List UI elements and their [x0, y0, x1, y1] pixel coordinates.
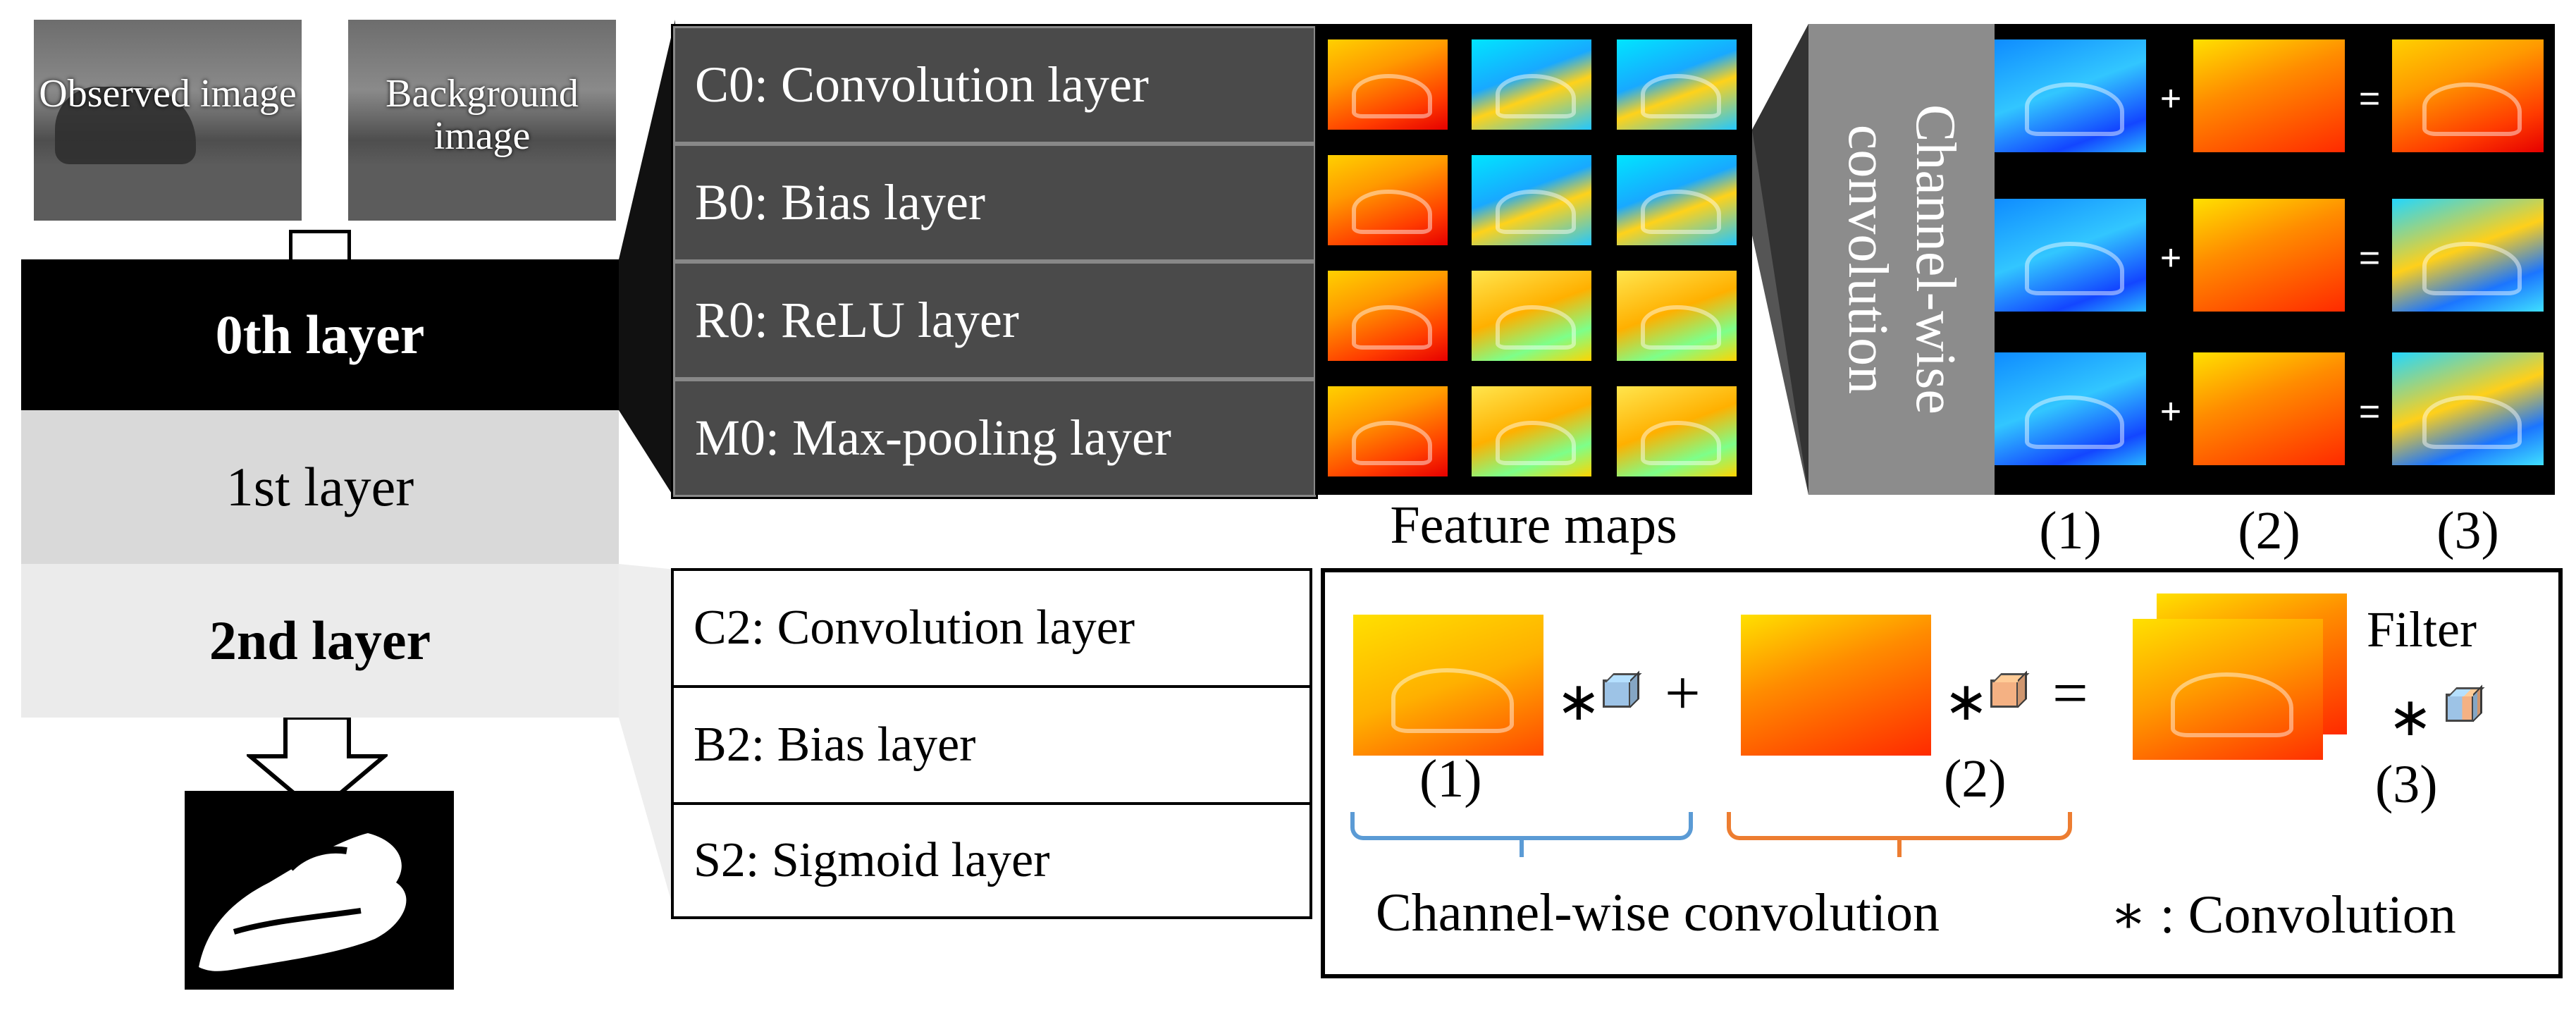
zoom-connector-top	[619, 20, 675, 499]
op-c2: C2: Convolution layer	[671, 568, 1312, 688]
conv-symbol: ∗	[1556, 670, 1601, 732]
feature-map	[1328, 386, 1448, 476]
feature-maps-caption: Feature maps	[1390, 495, 1677, 555]
brace-blue	[1350, 812, 1693, 857]
op-m0: M0: Max-pooling layer	[673, 379, 1316, 497]
detail-output-map-front	[2133, 619, 2323, 760]
brace-orange	[1727, 812, 2072, 857]
input-map-2	[2193, 199, 2345, 312]
feature-map	[1617, 155, 1737, 245]
plus-sign: +	[2159, 391, 2182, 432]
op-b2: B2: Bias layer	[671, 685, 1312, 805]
feature-map	[1472, 155, 1591, 245]
op-c0: C0: Convolution layer	[673, 26, 1316, 144]
channelwise-example-grid: + = + = + =	[1995, 24, 2555, 495]
feature-maps-grid	[1315, 24, 1752, 495]
equals-sign: =	[2358, 391, 2381, 432]
channelwise-vertical-panel: Channel-wise convolution	[1808, 24, 1995, 495]
layer-0-block: 0th layer	[21, 259, 619, 410]
output-arrow	[247, 718, 388, 816]
channelwise-zoom-wedge	[1752, 24, 1808, 495]
detail-label-3: (3)	[2375, 755, 2438, 814]
detail-input-map-2	[1741, 615, 1931, 756]
feature-map	[1472, 39, 1591, 130]
column-label-2: (2)	[2238, 500, 2300, 560]
detail-label-2: (2)	[1944, 749, 2007, 808]
background-image-label: Background image	[386, 72, 579, 158]
input-map-2	[2193, 352, 2345, 465]
layer-2-label: 2nd layer	[209, 610, 431, 671]
detail-caption: Channel-wise convolution	[1376, 883, 1940, 942]
filter-cube-stacked	[2446, 694, 2474, 722]
feature-map	[1472, 386, 1591, 476]
column-label-3: (3)	[2436, 500, 2499, 560]
equals-sign: =	[2358, 78, 2381, 119]
output-map	[2392, 352, 2544, 465]
equals-sign: =	[2358, 238, 2381, 278]
filter-cube-orange	[1990, 679, 2019, 708]
output-map	[2392, 39, 2544, 152]
column-label-1: (1)	[2039, 500, 2102, 560]
conv-symbol: ∗	[1944, 670, 1989, 732]
feature-map	[1328, 39, 1448, 130]
op-s2: S2: Sigmoid layer	[671, 802, 1312, 919]
op-b0: B0: Bias layer	[673, 144, 1316, 262]
plus-sign: +	[2159, 238, 2182, 278]
detail-label-1: (1)	[1419, 749, 1482, 808]
observed-image-label: Observed image	[39, 72, 297, 116]
feature-map	[1472, 271, 1591, 361]
input-map-1	[1995, 39, 2146, 152]
equals-sign: =	[2052, 658, 2088, 728]
channelwise-detail-box: ∗ + ∗ = Filter ∗ (1) (2) (3) Channel-wis…	[1321, 568, 2563, 978]
input-map-2	[2193, 39, 2345, 152]
input-connector	[289, 230, 351, 259]
layer-0-label: 0th layer	[215, 304, 425, 365]
layer0-op-list: C0: Convolution layer B0: Bias layer R0:…	[671, 24, 1318, 499]
op-r0: R0: ReLU layer	[673, 262, 1316, 379]
zoom-connector-bottom	[619, 564, 675, 915]
output-mask	[185, 791, 454, 990]
plus-sign: +	[1665, 658, 1701, 728]
feature-map	[1328, 155, 1448, 245]
observed-image: Observed image	[34, 20, 302, 221]
background-image: Background image	[348, 20, 616, 221]
plus-sign: +	[2159, 78, 2182, 119]
detail-input-map-1	[1353, 615, 1543, 756]
filter-label: Filter	[2367, 601, 2477, 658]
layer2-op-list: C2: Convolution layer B2: Bias layer S2:…	[671, 568, 1312, 919]
feature-map	[1328, 271, 1448, 361]
feature-map	[1617, 271, 1737, 361]
channelwise-vertical-label: Channel-wise convolution	[1837, 104, 1966, 414]
layer-1-label: 1st layer	[226, 456, 414, 517]
feature-map	[1617, 386, 1737, 476]
layer-2-block: 2nd layer	[21, 564, 619, 718]
feature-map	[1617, 39, 1737, 130]
conv-symbol: ∗	[2388, 685, 2433, 748]
output-map	[2392, 199, 2544, 312]
filter-cube-blue	[1603, 679, 1631, 708]
input-map-1	[1995, 199, 2146, 312]
detail-legend: ∗ : Convolution	[2110, 885, 2456, 945]
input-map-1	[1995, 352, 2146, 465]
layer-1-block: 1st layer	[21, 410, 619, 564]
